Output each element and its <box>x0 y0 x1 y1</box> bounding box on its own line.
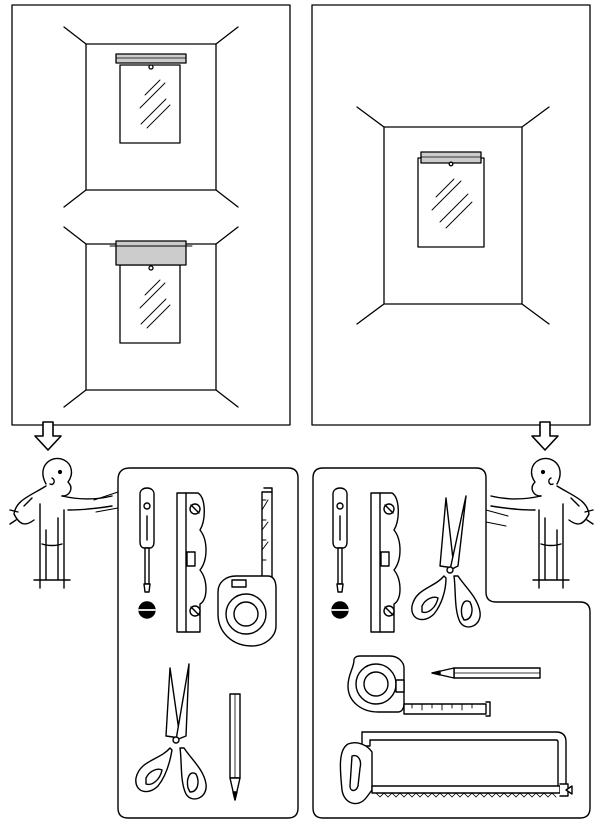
spirit-level-icon <box>176 492 207 633</box>
right-toolkit <box>312 457 594 819</box>
pencil-icon <box>229 693 241 801</box>
person-figure-icon <box>490 457 594 589</box>
scissors-icon <box>135 663 207 800</box>
room-blind-inside-recess <box>356 106 550 325</box>
left-panel <box>11 4 291 426</box>
down-arrow-icon-right <box>531 421 559 451</box>
toolbox-frame <box>312 467 591 819</box>
back-wall <box>383 126 523 305</box>
tape-measure-icon <box>347 655 491 717</box>
room-blind-above-window-wide <box>63 226 239 408</box>
scissors-icon <box>411 495 481 628</box>
screwdriver-icon <box>138 487 156 619</box>
right-panel-frame <box>311 4 591 426</box>
left-toolkit <box>9 457 299 819</box>
toolbox-frame <box>117 467 299 819</box>
person-figure-icon <box>9 457 113 589</box>
hacksaw-icon <box>339 731 573 805</box>
left-panel-frame <box>11 4 291 426</box>
roller-blind-icon <box>115 53 187 64</box>
window-icon <box>119 64 181 144</box>
window-icon <box>417 157 485 248</box>
window-icon <box>119 264 181 344</box>
roller-blind-icon <box>115 240 187 266</box>
down-arrow-icon-left <box>34 421 62 451</box>
spirit-level-icon <box>370 492 401 633</box>
roller-blind-icon <box>420 151 482 164</box>
tape-measure-icon <box>217 487 277 647</box>
room-blind-above-window-narrow <box>63 26 239 208</box>
right-panel <box>311 4 591 426</box>
pencil-icon <box>431 667 541 679</box>
back-wall <box>85 43 217 191</box>
screwdriver-icon <box>331 487 349 619</box>
